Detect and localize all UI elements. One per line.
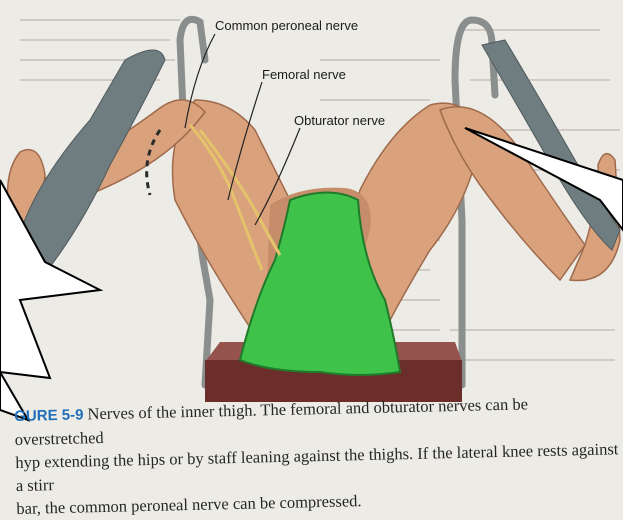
label-obturator-nerve: Obturator nerve [294, 113, 385, 128]
figure-caption: GURE 5-9 Nerves of the inner thigh. The … [14, 390, 622, 520]
label-common-peroneal-nerve: Common peroneal nerve [215, 18, 358, 33]
figure-number: GURE 5-9 [14, 406, 84, 425]
label-femoral-nerve: Femoral nerve [262, 67, 346, 82]
